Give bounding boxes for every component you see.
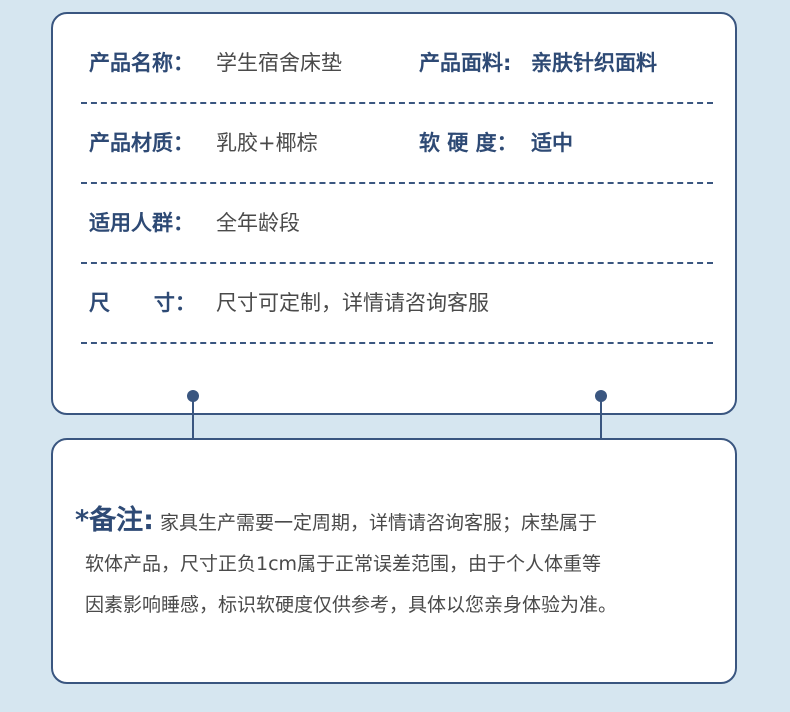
spec-row-material-firmness: 产品材质： 乳胶+椰棕 软 硬 度： 适中 xyxy=(81,104,713,184)
spec-value: 全年龄段 xyxy=(216,211,300,235)
note-card: *备注: 家具生产需要一定周期，详情请咨询客服；床垫属于 软体产品，尺寸正负1c… xyxy=(51,438,737,684)
spec-row-name-fabric: 产品名称： 学生宿舍床垫 产品面料: 亲肤针织面料 xyxy=(81,24,713,104)
note-line: 家具生产需要一定周期，详情请咨询客服；床垫属于 xyxy=(159,512,597,534)
spec-label: 软 硬 度： xyxy=(419,131,518,155)
spec-label: 产品面料: xyxy=(419,51,512,75)
spec-label: 产品名称： xyxy=(89,51,194,75)
spec-card: 产品名称： 学生宿舍床垫 产品面料: 亲肤针织面料 产品材质： 乳胶+椰棕 软 … xyxy=(51,12,737,415)
spec-row-audience: 适用人群： 全年龄段 xyxy=(81,184,713,264)
spec-value: 乳胶+椰棕 xyxy=(216,131,318,155)
spec-value: 亲肤针织面料 xyxy=(531,51,657,75)
spec-label: 产品材质： xyxy=(89,131,194,155)
note-line: 软体产品，尺寸正负1cm属于正常误差范围，由于个人体重等 xyxy=(85,553,602,575)
spec-label: 适用人群： xyxy=(89,211,194,235)
note-text: *备注: 家具生产需要一定周期，详情请咨询客服；床垫属于 软体产品，尺寸正负1c… xyxy=(75,500,715,626)
note-line: 因素影响睡感，标识软硬度仅供参考，具体以您亲身体验为准。 xyxy=(85,594,618,616)
connector-line xyxy=(600,396,602,460)
spec-value: 尺寸可定制，详情请咨询客服 xyxy=(216,291,489,315)
spec-value: 学生宿舍床垫 xyxy=(216,51,342,75)
connector-line xyxy=(192,396,194,460)
spec-value: 适中 xyxy=(531,131,573,155)
spec-row-size: 尺 寸： 尺寸可定制，详情请咨询客服 xyxy=(81,264,713,344)
note-label: *备注: xyxy=(75,505,154,536)
spec-label: 尺 寸： xyxy=(89,291,196,315)
